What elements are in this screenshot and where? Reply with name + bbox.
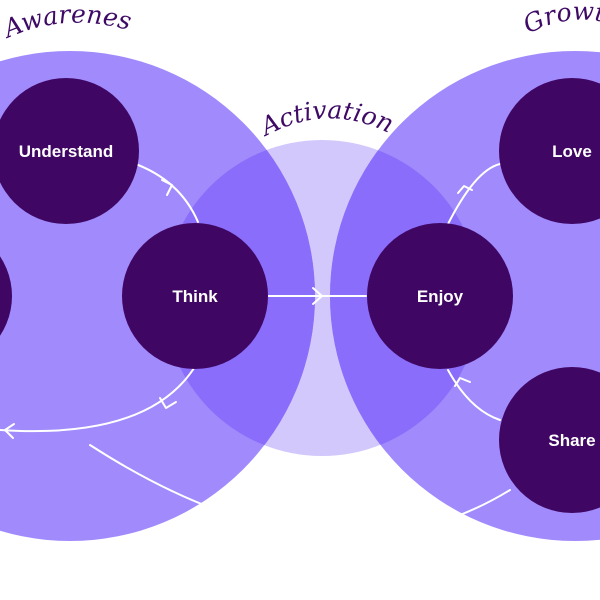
- awareness-activation-overlap: [164, 140, 315, 456]
- share-to-awareness-loop-connector: [89, 444, 511, 537]
- share-node: [499, 367, 600, 513]
- think-to-enjoy-arrow-icon: [312, 287, 323, 305]
- think-node: [122, 223, 268, 369]
- enjoy-to-love-arrow-icon: [457, 185, 473, 194]
- understand-to-think-arrow-icon: [161, 179, 173, 196]
- love-node: [499, 78, 600, 224]
- understand-to-think-connector: [132, 162, 199, 223]
- love-label: Love: [552, 142, 592, 161]
- think-to-left-return-connector: [0, 364, 197, 433]
- awareness-stage-title: Awareness: [0, 0, 135, 44]
- activation-growth-overlap: [330, 140, 480, 456]
- think-return-arrow-icon: [159, 397, 177, 409]
- partial-left-node: [0, 256, 12, 336]
- enjoy-label: Enjoy: [417, 287, 464, 306]
- share-label: Share: [548, 431, 595, 450]
- understand-label: Understand: [19, 142, 113, 161]
- share-to-enjoy-connector: [447, 369, 501, 421]
- activation-stage-title: Activation: [254, 95, 398, 142]
- understand-node: [0, 78, 139, 224]
- enjoy-to-love-connector: [446, 163, 501, 227]
- think-label: Think: [172, 287, 218, 306]
- left-return-arrow-icon: [4, 423, 15, 439]
- enjoy-node: [367, 223, 513, 369]
- share-to-enjoy-arrow-icon: [454, 377, 471, 387]
